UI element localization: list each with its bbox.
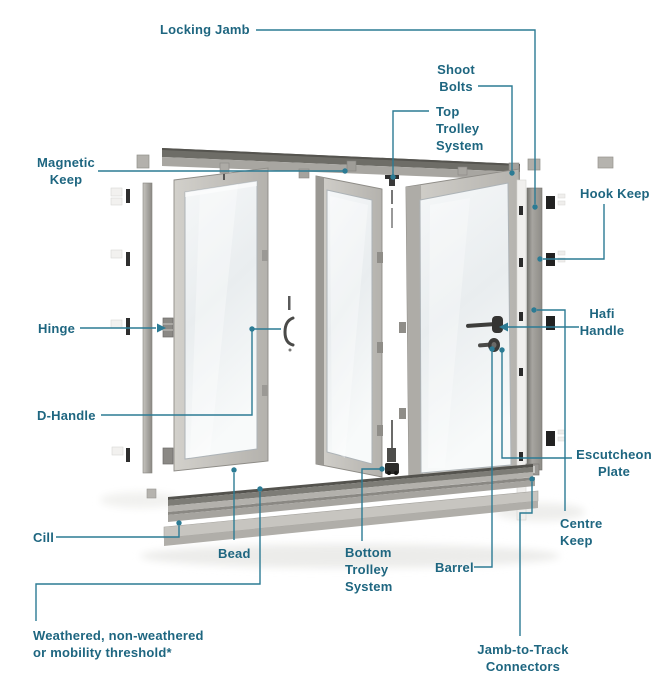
lock-strip (516, 179, 527, 521)
label-weathered-threshold: Weathered, non-weathered or mobility thr… (33, 628, 204, 660)
bottom-trolley-part (385, 463, 399, 475)
label-centre-keep: Centre Keep (560, 516, 603, 548)
label-bead: Bead (218, 546, 251, 561)
pointer-d-handle (101, 328, 281, 416)
door-panel-3 (399, 168, 524, 488)
label-hafi-handle: Hafi Handle (579, 306, 625, 338)
label-top-trolley-system: Top Trolley System (436, 104, 484, 153)
cill-part (163, 490, 539, 546)
pointer-lines (35, 29, 605, 636)
pointer-cill (56, 526, 180, 538)
pointer-jamb-to-track (519, 482, 533, 636)
pointer-top-trolley (392, 110, 429, 175)
label-escutcheon-plate: Escutcheon Plate (576, 447, 652, 479)
pointer-shoot-bolts (478, 85, 513, 170)
pointer-barrel (474, 351, 493, 568)
pointer-weathered (35, 492, 261, 621)
label-shoot-bolts: Shoot Bolts (437, 62, 475, 94)
hinge-parts (162, 317, 174, 465)
door-panel-2 (315, 175, 383, 478)
pointer-escutcheon (501, 352, 572, 459)
keep-parts (546, 193, 566, 446)
hafi-arrowhead (499, 322, 508, 332)
left-hardware-parts (110, 187, 157, 499)
top-track (162, 148, 520, 180)
pointer-dots (157, 168, 543, 526)
label-barrel: Barrel (435, 560, 474, 575)
label-d-handle: D-Handle (37, 408, 96, 423)
label-jamb-to-track-connectors: Jamb-to-Track Connectors (477, 642, 569, 674)
door-panel-1 (173, 167, 269, 472)
label-locking-jamb: Locking Jamb (160, 22, 250, 37)
hinge-arrowhead (157, 323, 166, 333)
label-magnetic-keep: Magnetic Keep (37, 155, 95, 187)
label-cill: Cill (33, 530, 55, 545)
left-jamb (136, 154, 153, 474)
pointer-centre-keep (537, 309, 566, 511)
label-bottom-trolley-system: Bottom Trolley System (345, 545, 393, 594)
pointer-bottom-trolley (361, 468, 380, 541)
pointer-hook-keep (543, 204, 605, 260)
d-handle-part (283, 168, 310, 352)
pointer-locking-jamb (256, 29, 536, 204)
label-hook-keep: Hook Keep (580, 186, 650, 201)
label-hinge: Hinge (38, 321, 76, 336)
hafi-handle-part (466, 316, 503, 333)
